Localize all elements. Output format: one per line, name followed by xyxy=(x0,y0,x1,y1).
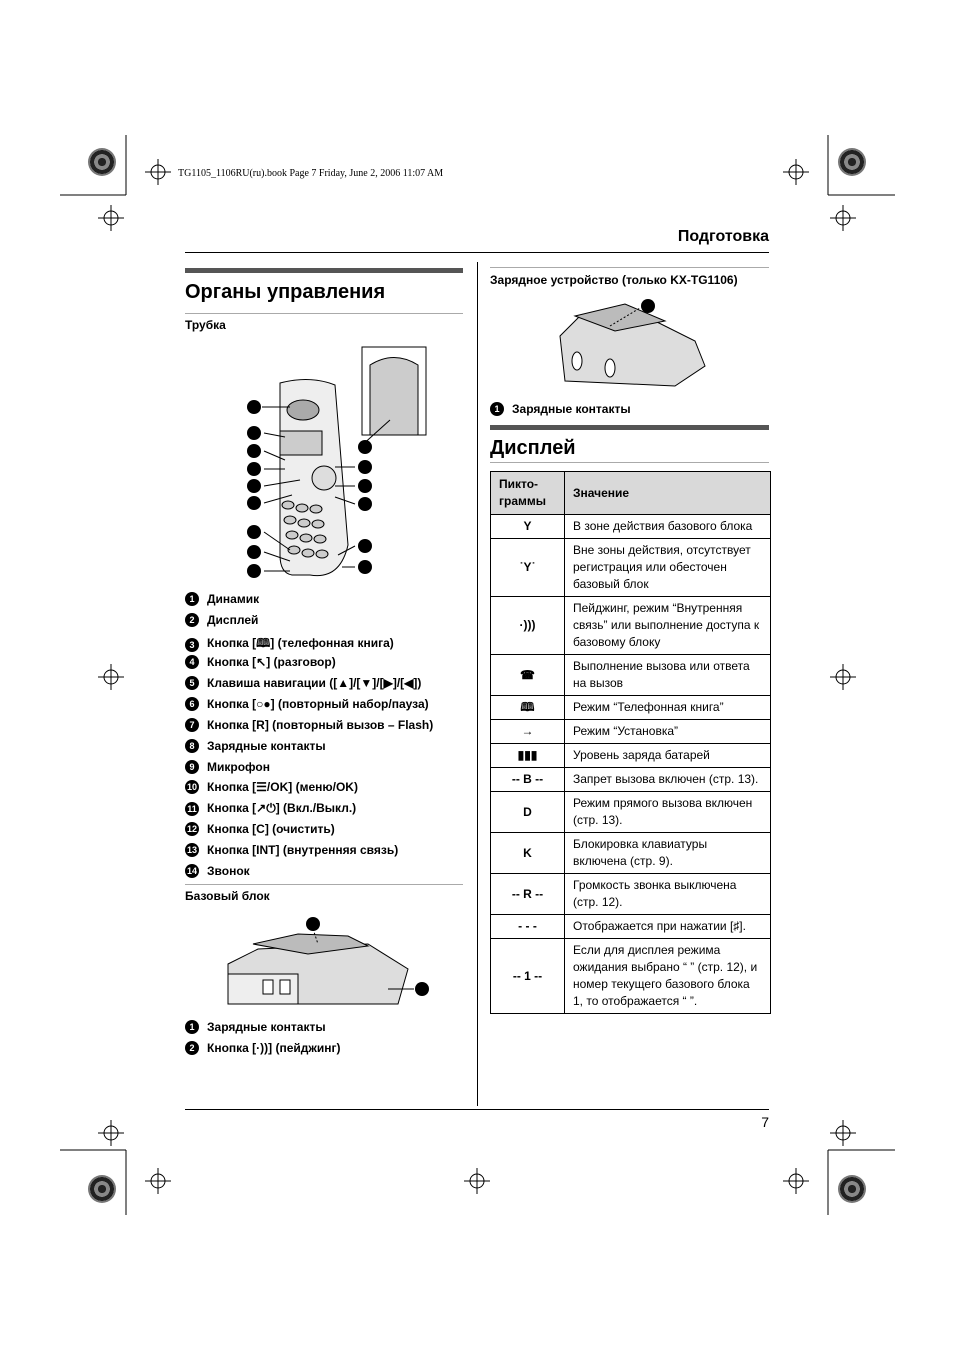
table-row: ▮▮▮Уровень заряда батарей xyxy=(490,743,771,768)
handset-label: Трубка xyxy=(185,318,226,332)
handset-illustration xyxy=(247,346,427,578)
pictogram-icon: Y xyxy=(490,514,565,539)
pictogram-icon: K xyxy=(490,832,565,874)
table-row: ˙Y˙Вне зоны действия, отсутствует регист… xyxy=(490,538,771,597)
table-cell: Блокировка клавиатуры включена (стр. 9). xyxy=(564,832,771,874)
base-rule xyxy=(185,884,463,885)
charger-rule xyxy=(490,267,769,268)
footer-rule xyxy=(185,1109,769,1110)
pictogram-icon: ▮▮▮ xyxy=(490,743,565,768)
color-rosette-icon xyxy=(88,1175,116,1203)
table-row: →Режим “Установка” xyxy=(490,719,771,744)
charger-label: Зарядное устройство (только KX-TG1106) xyxy=(490,273,738,287)
base-label: Базовый блок xyxy=(185,889,270,903)
table-row: ·)))Пейджинг, режим “Внутренняя связь” и… xyxy=(490,596,771,655)
title-rule xyxy=(185,313,463,314)
table-cell: Режим “Телефонная книга” xyxy=(564,695,771,720)
table-row: 🕮Режим “Телефонная книга” xyxy=(490,695,771,720)
table-cell: Режим “Установка” xyxy=(564,719,771,744)
table-cell: Выполнение вызова или ответа на вызов xyxy=(564,654,771,696)
table-row: -- 1 --Если для дисплея режима ожидания … xyxy=(490,938,771,1014)
table-row: -- R --Громкость звонка выключена (стр. … xyxy=(490,873,771,915)
page-title: Органы управления xyxy=(185,281,386,303)
table-header-row: Пикто- граммы Значение xyxy=(490,471,771,515)
pictogram-icon: ☎ xyxy=(490,654,565,696)
pictogram-icon: ˙Y˙ xyxy=(490,538,565,597)
table-cell: Режим прямого вызова включен (стр. 13). xyxy=(564,791,771,833)
charger-illustration xyxy=(559,299,706,387)
display-title-bar xyxy=(490,425,769,430)
table-cell: Вне зоны действия, отсутствует регистрац… xyxy=(564,538,771,597)
title-bar xyxy=(185,268,463,273)
table-cell: Если для дисплея режима ожидания выбрано… xyxy=(564,938,771,1014)
pictogram-icon: ·))) xyxy=(490,596,565,655)
table-cell: Пейджинг, режим “Внутренняя связь” или в… xyxy=(564,596,771,655)
color-rosette-icon xyxy=(88,148,116,176)
column-header: Пикто- граммы xyxy=(490,471,565,515)
pictogram-icon: -- 1 -- xyxy=(490,938,565,1014)
table-cell: Запрет вызова включен (стр. 13). xyxy=(564,767,771,792)
section-title: Подготовка xyxy=(677,228,769,245)
table-cell: Громкость звонка выключена (стр. 12). xyxy=(564,873,771,915)
column-divider xyxy=(477,262,478,1106)
table-cell: Отображается при нажатии [♯]. xyxy=(564,914,771,939)
pictogram-icon: D xyxy=(490,791,565,833)
pictogram-icon: - - - xyxy=(490,914,565,939)
color-rosette-icon xyxy=(838,148,866,176)
table-row: ☎Выполнение вызова или ответа на вызов xyxy=(490,654,771,696)
page-number: 7 xyxy=(761,1114,769,1130)
table-cell: Уровень заряда батарей xyxy=(564,743,771,768)
pictogram-icon: -- B -- xyxy=(490,767,565,792)
column-header: Значение xyxy=(564,471,771,515)
display-title: Дисплей xyxy=(490,437,576,459)
table-row: - - -Отображается при нажатии [♯]. xyxy=(490,914,771,939)
pictogram-icon: -- R -- xyxy=(490,873,565,915)
color-rosette-icon xyxy=(838,1175,866,1203)
header-rule xyxy=(185,252,769,253)
table-row: -- B --Запрет вызова включен (стр. 13). xyxy=(490,767,771,792)
pictogram-icon: 🕮 xyxy=(490,695,565,720)
pictogram-icon: → xyxy=(490,719,565,744)
printer-info-line: TG1105_1106RU(ru).book Page 7 Friday, Ju… xyxy=(178,168,444,179)
table-cell: В зоне действия базового блока xyxy=(564,514,771,539)
display-title-rule xyxy=(490,462,769,463)
base-unit-illustration xyxy=(227,917,429,1005)
